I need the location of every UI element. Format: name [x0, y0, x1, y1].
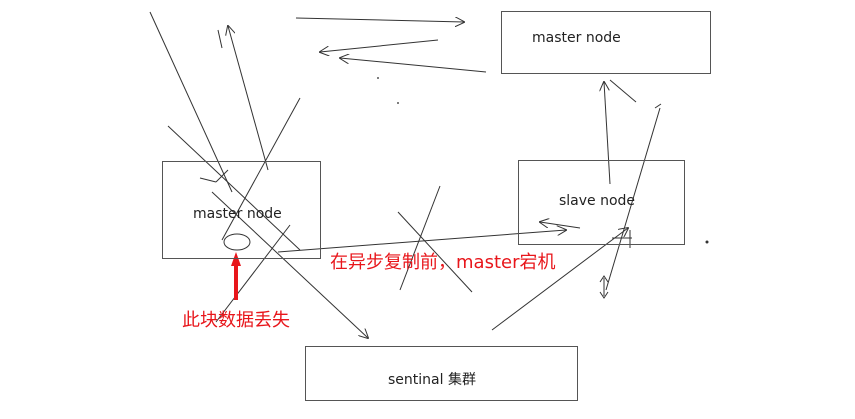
- diagonal-cross-left: [215, 224, 291, 323]
- diagonal-line-3: [221, 97, 301, 241]
- slave-internal-arrow: [540, 222, 581, 229]
- sentinel-cluster: sentinal 集群: [305, 346, 578, 401]
- top-tick: [654, 103, 662, 109]
- left-master-tick: [199, 177, 217, 183]
- sentinel-to-slave-arrow: [491, 228, 628, 331]
- dot-3: [705, 240, 709, 244]
- lost-data-ellipse: [223, 233, 251, 251]
- dot-1: [377, 77, 379, 79]
- master-node-left-label: master node: [193, 206, 282, 222]
- slave-vertical-line: [605, 107, 661, 291]
- master-to-sentinel-arrow: [211, 191, 368, 338]
- diagonal-line-1: [149, 11, 233, 193]
- arrow-mid-left: [340, 58, 487, 73]
- dot-2: [397, 102, 399, 104]
- tick-mark-1: [217, 29, 223, 49]
- arrow-top-left: [320, 39, 439, 52]
- cursor-icon: [599, 275, 609, 299]
- diagonal-line-2: [228, 26, 269, 171]
- red-arrow-icon: [231, 252, 241, 300]
- cross-mark-b: [399, 185, 441, 291]
- sentinel-cluster-label: sentinal 集群: [388, 372, 476, 388]
- left-master-tick2: [215, 169, 229, 183]
- slave-node: slave node: [518, 160, 685, 245]
- arrow-top-right: [295, 18, 464, 22]
- master-node-top-label: master node: [532, 30, 621, 46]
- cross-mark-a: [397, 211, 473, 293]
- diagonal-line-4: [167, 125, 301, 251]
- data-lost-annotation: 此块数据丢失: [182, 310, 290, 331]
- master-down-annotation: 在异步复制前，master宕机: [330, 252, 556, 273]
- master-node-left: master node: [162, 161, 321, 259]
- master-node-top: master node: [501, 11, 711, 74]
- slave-node-label: slave node: [559, 193, 636, 209]
- slave-arrow-tail: [609, 79, 637, 103]
- slave-to-master-arrow: [604, 82, 611, 185]
